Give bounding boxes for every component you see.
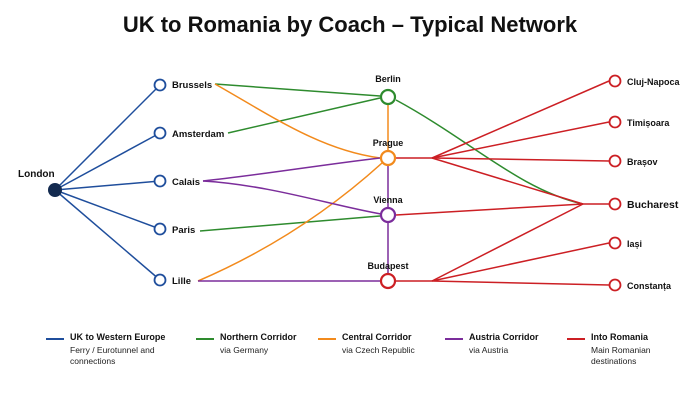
central-links [197,83,389,282]
austria-links [198,157,389,282]
legend-desc-central: via Czech Republic [342,345,415,355]
label-timisoara: Timișoara [627,118,670,128]
link-brussels-berlin [214,83,381,97]
label-paris: Paris [172,225,195,236]
legend-swatch-uk [46,338,64,340]
link-hub-bucharest [431,157,584,205]
node-budapest [379,272,397,290]
legend-swatch-austria [445,338,463,340]
link-hub-constanta [431,280,610,286]
label-brasov: Brașov [627,157,658,167]
legend-desc-austria: via Austria [469,345,509,355]
legend-swatch-central [318,338,336,340]
link-hub-brasov [431,157,610,162]
label-lille: Lille [172,276,191,287]
legend-desc-romania: Main Romanian destinations [591,345,651,366]
legend-desc-uk: Ferry / Eurotunnel and connections [70,345,155,366]
uk-links [54,84,161,281]
label-london: London [18,169,55,180]
label-vienna: Vienna [373,195,403,205]
legend: UK to Western Europe Ferry / Eurotunnel … [0,330,700,390]
link-lille-prague [197,162,383,282]
label-calais: Calais [172,177,200,188]
label-brussels: Brussels [172,80,212,91]
legend-label-central: Central Corridor [342,332,412,342]
link-london-amsterdam [54,132,161,191]
legend-label-northern: Northern Corridor [220,332,297,342]
link-paris-vienna [199,215,381,232]
label-berlin: Berlin [375,74,401,84]
legend-label-uk: UK to Western Europe [70,332,166,342]
link-hub-timisoara [431,121,610,159]
node-amsterdam [153,126,167,140]
link-vienna-bucharest [395,203,584,216]
node-brasov [608,154,622,168]
label-amsterdam: Amsterdam [172,129,224,140]
node-lille [153,273,167,287]
label-prague: Prague [373,138,404,148]
node-timisoara [608,115,622,129]
node-vienna [379,206,397,224]
label-iasi: Iași [627,239,642,249]
label-bucharest: Bucharest [627,199,679,211]
node-constanta [608,278,622,292]
node-london [48,183,62,197]
link-calais-vienna [202,180,382,215]
romania-links [395,80,610,286]
link-hub-cluj [431,80,610,159]
link-amsterdam-berlin [227,97,381,134]
label-budapest: Budapest [367,261,408,271]
legend-swatch-romania [567,338,585,340]
link-hub-iasi [431,242,610,282]
link-london-brussels [54,84,161,191]
node-brussels [153,78,167,92]
node-iasi [608,236,622,250]
node-calais [153,174,167,188]
node-berlin [379,88,397,106]
link-london-calais [54,180,161,191]
node-prague [379,149,397,167]
legend-desc-northern: via Germany [220,345,269,355]
label-constanta: Constanța [627,281,672,291]
link-calais-prague [202,157,381,182]
link-london-paris [54,189,161,230]
node-bucharest [608,197,622,211]
node-paris [153,222,167,236]
legend-label-romania: Into Romania [591,332,649,342]
label-cluj: Cluj-Napoca [627,77,681,87]
legend-label-austria: Austria Corridor [469,332,539,342]
link-berlin-bucharest [395,99,584,205]
link-london-lille [54,189,161,281]
legend-swatch-northern [196,338,214,340]
link-budapest-bucharest [431,203,584,282]
page-title: UK to Romania by Coach – Typical Network [122,12,578,37]
node-cluj [608,74,622,88]
link-brussels-prague [214,83,381,159]
